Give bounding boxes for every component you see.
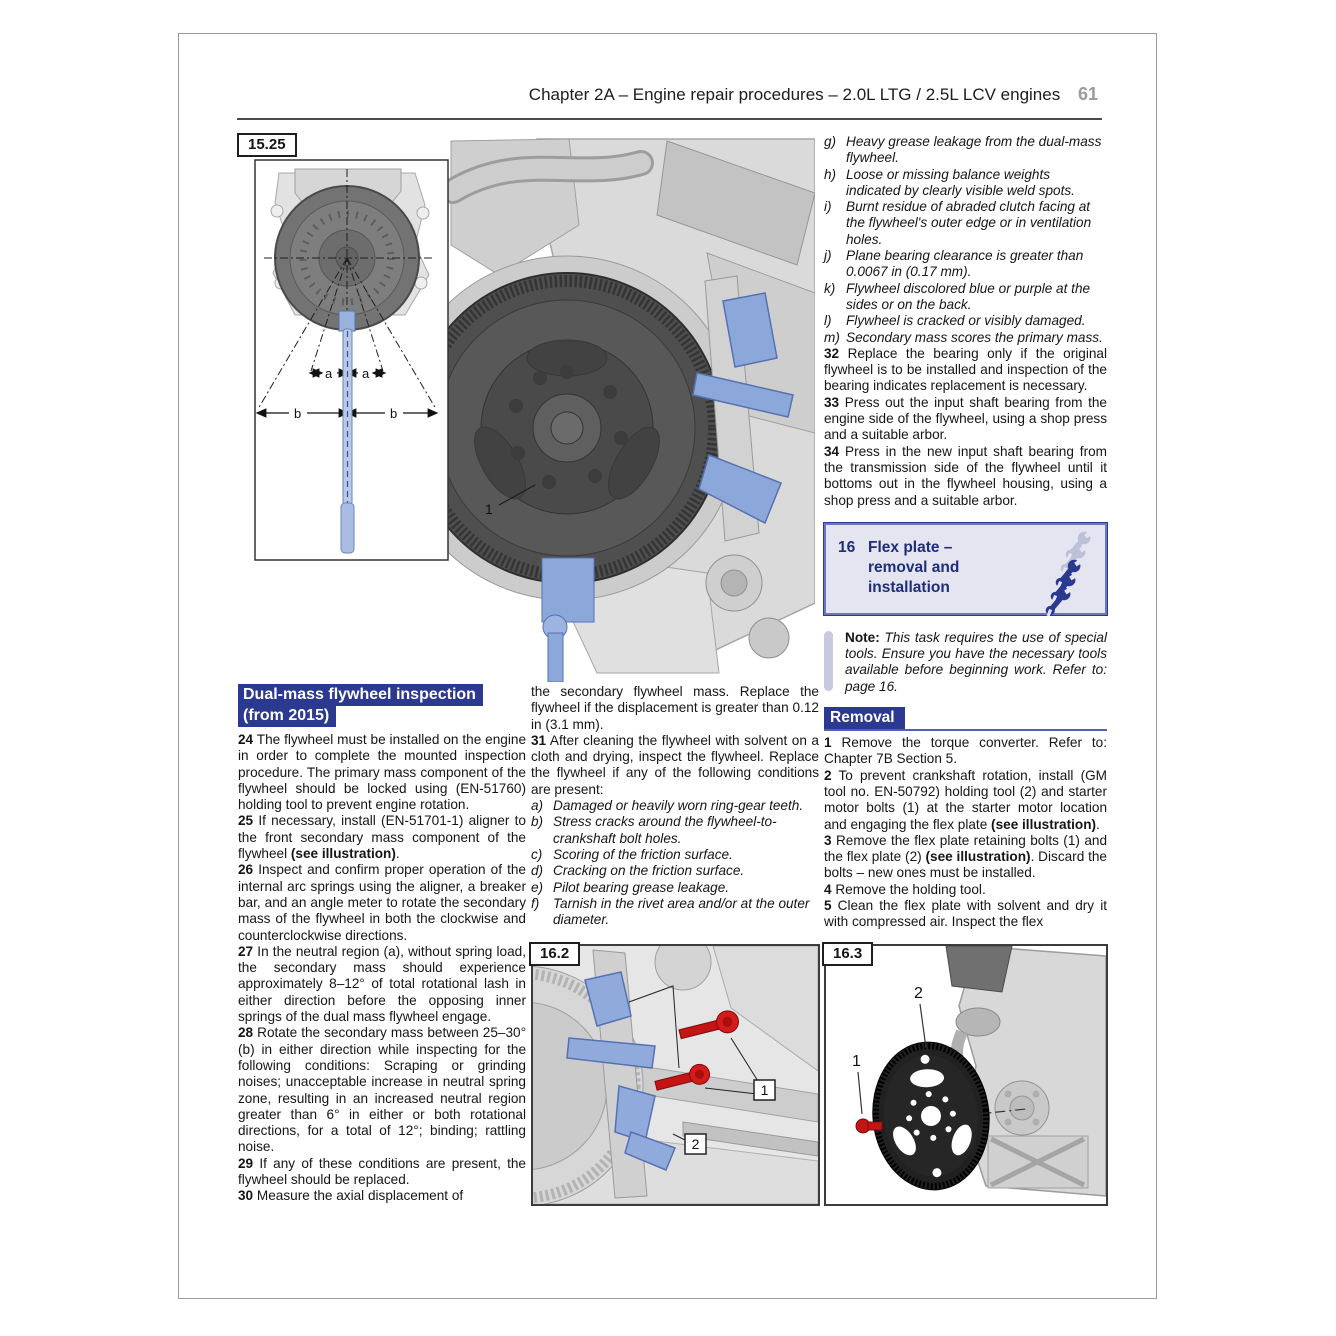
list-item: j)Plane bearing clearance is greater tha… [824, 248, 1084, 280]
engine-3d-render: 1 [394, 138, 815, 682]
flex-plate-bolt [855, 1118, 883, 1134]
figure-16-2: 16.2 [529, 942, 820, 1206]
removal-heading-row: Removal [824, 707, 1107, 732]
difficulty-rating [1041, 528, 1101, 621]
breaker-bar-blue [541, 557, 595, 682]
dim-b-right: b [390, 406, 397, 421]
wrench-icon [1041, 528, 1096, 620]
subsection-heading-line2: (from 2015) [238, 705, 337, 727]
manual-page: Chapter 2A – Engine repair procedures – … [178, 33, 1157, 1299]
page-header: Chapter 2A – Engine repair procedures – … [237, 84, 1098, 105]
chapter-title: Chapter 2A – Engine repair procedures – … [528, 85, 1061, 104]
list-item: i)Burnt residue of abraded clutch facing… [824, 199, 1092, 247]
dual-mass-flywheel [411, 272, 723, 584]
column-middle: the secondary flywheel mass. Replace the… [531, 684, 819, 928]
figure-label: 16.3 [822, 942, 874, 966]
list-item: k)Flywheel discolored blue or purple at … [824, 280, 1091, 312]
section-title-line2: removal and installation [868, 558, 960, 596]
step-paragraph: 24 The flywheel must be installed on the… [238, 732, 526, 813]
figure-16-2-illustration: 1 2 [533, 946, 818, 1204]
step-paragraph: the secondary flywheel mass. Replace the… [531, 684, 819, 732]
header-rule [237, 118, 1102, 120]
holding-tool-blue [692, 292, 794, 525]
list-item: h)Loose or missing balance weights indic… [824, 166, 1075, 198]
note-block: Note: This task requires the use of spec… [824, 630, 1107, 695]
step-paragraph: 27 In the neutral region (a), without sp… [238, 943, 526, 1025]
step-paragraph: 3 Remove the flex plate retaining bolts … [824, 832, 1107, 881]
list-item: b)Stress cracks around the flywheel-to-c… [531, 814, 777, 846]
callout-label: 2 [692, 1136, 700, 1152]
list-item: m)Secondary mass scores the primary mass… [824, 329, 1103, 345]
dim-b-left: b [294, 406, 301, 421]
callout-label: 1 [485, 501, 493, 517]
flex-plate-bolt [654, 1010, 739, 1091]
step-paragraph: 26 Inspect and confirm proper operation … [238, 862, 526, 943]
note-text: Note: This task requires the use of spec… [845, 629, 1107, 694]
flex-plate [872, 1041, 990, 1191]
figure-15-25-illustration: 1 [254, 138, 815, 682]
step-paragraph: 4 Remove the holding tool. [824, 881, 986, 897]
list-item: l)Flywheel is cracked or visibly damaged… [824, 313, 1086, 329]
section-number: 16 [838, 538, 856, 556]
step-paragraph: 32 Replace the bearing only if the origi… [824, 345, 1107, 394]
subsection-heading-line1: Dual-mass flywheel inspection [238, 684, 483, 706]
column-left: Dual-mass flywheel inspection (from 2015… [238, 684, 526, 1205]
list-item: c)Scoring of the friction surface. [531, 846, 733, 862]
callout-label: 1 [852, 1053, 861, 1070]
step-paragraph: 31 After cleaning the flywheel with solv… [531, 732, 819, 797]
dim-a-left: a [325, 366, 333, 381]
callout-label: 1 [761, 1082, 769, 1098]
note-bar [824, 630, 833, 692]
step-paragraph: 25 If necessary, install (EN-51701-1) al… [238, 813, 526, 862]
holding-tool-blue [566, 971, 676, 1171]
dim-a-right: a [362, 366, 370, 381]
page-number: 61 [1077, 84, 1098, 104]
step-paragraph: 1 Remove the torque converter. Refer to:… [824, 735, 1107, 767]
section-title-line1: Flex plate – [868, 538, 953, 556]
figure-15-25: 15.25 [237, 133, 815, 682]
callout-label: 2 [914, 985, 923, 1002]
step-paragraph: 28 Rotate the secondary mass between 25–… [238, 1025, 526, 1155]
figure-label: 16.2 [529, 942, 581, 966]
list-item: a)Damaged or heavily worn ring-gear teet… [531, 798, 804, 814]
column-right: g)Heavy grease leakage from the dual-mas… [823, 134, 1108, 931]
figure-label: 15.25 [237, 133, 297, 157]
list-item: e)Pilot bearing grease leakage. [531, 879, 730, 895]
figure-16-3-illustration: 1 2 [826, 946, 1106, 1204]
removal-heading: Removal [824, 707, 905, 730]
aligner-bar-blue [338, 310, 356, 554]
list-item: g)Heavy grease leakage from the dual-mas… [824, 134, 1102, 166]
step-paragraph: 29 If any of these conditions are presen… [238, 1155, 526, 1188]
section-16-heading-box: 16 Flex plate – removal and installation [823, 521, 1108, 620]
figure-16-3: 16.3 [822, 942, 1108, 1206]
measurement-diagram: a a b b [254, 159, 449, 561]
list-item: f)Tarnish in the rivet area and/or at th… [531, 895, 810, 928]
step-paragraph: 30 Measure the axial displacement of [238, 1188, 464, 1204]
list-item: d)Cracking on the friction surface. [531, 863, 745, 879]
step-paragraph: 33 Press out the input shaft bearing fro… [824, 394, 1107, 443]
step-paragraph: 2 To prevent crankshaft rotation, instal… [824, 767, 1107, 832]
step-paragraph: 34 Press in the new input shaft bearing … [824, 443, 1107, 508]
step-paragraph: 5 Clean the flex plate with solvent and … [824, 897, 1107, 930]
